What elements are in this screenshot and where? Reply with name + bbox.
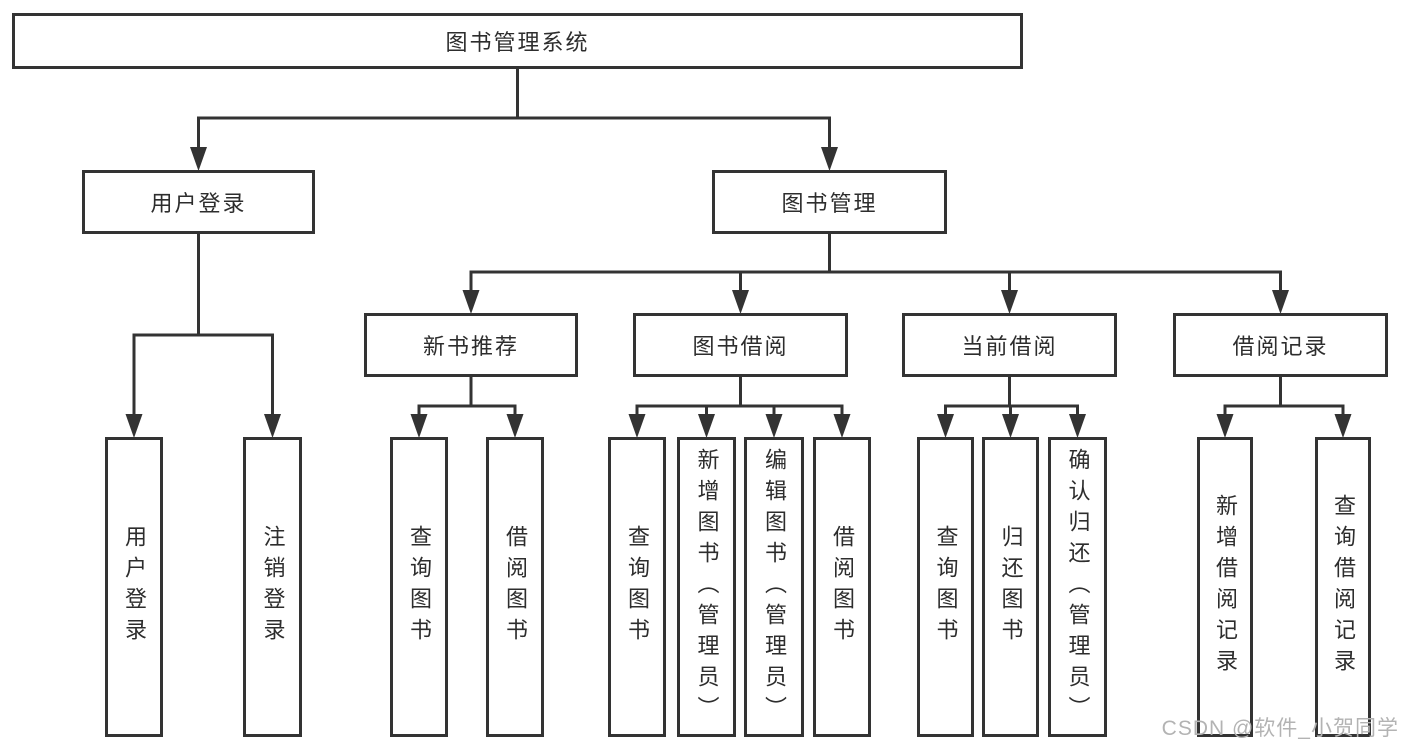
node-bb-borrow: 借阅图书 bbox=[813, 437, 871, 737]
node-label: 借阅图书 bbox=[503, 525, 528, 649]
node-cb-confirm: 确认归还（管理员） bbox=[1048, 437, 1107, 737]
node-label: 用户登录 bbox=[122, 525, 147, 649]
node-br-query: 查询借阅记录 bbox=[1315, 437, 1371, 737]
node-bb-query: 查询图书 bbox=[608, 437, 666, 737]
node-label: 图书管理系统 bbox=[445, 30, 590, 55]
node-label: 查询图书 bbox=[407, 525, 432, 649]
node-current-borrow: 当前借阅 bbox=[902, 313, 1117, 377]
node-nb-query: 查询图书 bbox=[390, 437, 448, 737]
node-label: 确认归还（管理员） bbox=[1065, 447, 1091, 727]
node-login-leaf: 用户登录 bbox=[105, 437, 163, 737]
node-bb-add: 新增图书（管理员） bbox=[677, 437, 736, 737]
node-label: 借阅记录 bbox=[1232, 334, 1329, 359]
node-nb-borrow: 借阅图书 bbox=[486, 437, 544, 737]
node-borrow-records: 借阅记录 bbox=[1173, 313, 1388, 377]
node-user-login: 用户登录 bbox=[82, 170, 315, 234]
node-cb-query: 查询图书 bbox=[917, 437, 974, 737]
node-br-add: 新增借阅记录 bbox=[1197, 437, 1253, 737]
node-book-borrow: 图书借阅 bbox=[633, 313, 848, 377]
node-new-books: 新书推荐 bbox=[364, 313, 578, 377]
node-label: 新书推荐 bbox=[422, 334, 519, 359]
node-label: 查询图书 bbox=[625, 525, 650, 649]
node-label: 查询图书 bbox=[933, 525, 959, 649]
node-label: 用户登录 bbox=[150, 191, 247, 216]
node-logout-leaf: 注销登录 bbox=[243, 437, 302, 737]
node-book-mgmt: 图书管理 bbox=[712, 170, 947, 234]
node-root: 图书管理系统 bbox=[12, 13, 1023, 69]
node-label: 新增借阅记录 bbox=[1213, 494, 1238, 680]
node-label: 图书借阅 bbox=[692, 334, 789, 359]
node-label: 当前借阅 bbox=[961, 334, 1058, 359]
node-bb-edit: 编辑图书（管理员） bbox=[744, 437, 804, 737]
node-label: 注销登录 bbox=[260, 525, 286, 649]
node-label: 编辑图书（管理员） bbox=[762, 447, 787, 727]
node-label: 新增图书（管理员） bbox=[694, 447, 720, 727]
node-label: 查询借阅记录 bbox=[1331, 494, 1356, 680]
node-cb-return: 归还图书 bbox=[982, 437, 1039, 737]
node-label: 归还图书 bbox=[998, 525, 1024, 649]
node-label: 图书管理 bbox=[781, 191, 878, 216]
node-label: 借阅图书 bbox=[830, 525, 855, 649]
